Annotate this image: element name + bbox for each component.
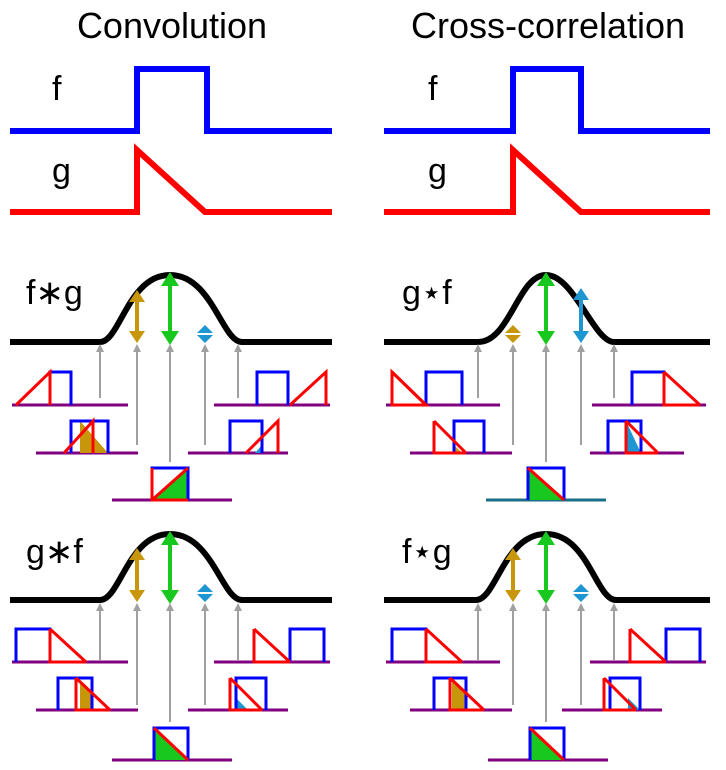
mini-overlap-5 (590, 627, 706, 664)
pointer-lines (96, 344, 242, 462)
panel-xcorr-gf: g⋆f (384, 271, 710, 502)
signal-g-left (10, 143, 332, 215)
mini-overlap-5 (214, 627, 330, 664)
panel-xcorr-fg: f⋆g (384, 530, 710, 762)
label-f-right: f (428, 70, 438, 108)
label-conv-gf: g∗f (26, 533, 83, 571)
mini-overlap-1 (12, 368, 128, 407)
title-convolution: Convolution (77, 5, 267, 46)
mini-overlap-3 (486, 466, 606, 502)
value-arrow-green (161, 272, 179, 345)
label-g-right: g (428, 152, 447, 190)
label-xcorr-gf: g⋆f (402, 274, 452, 312)
value-arrow-gold (129, 548, 145, 602)
panel-conv-gf: g∗f (10, 530, 332, 762)
mini-overlap-2 (36, 417, 138, 455)
mini-overlap-2 (410, 676, 512, 712)
value-arrow-green (537, 531, 555, 604)
value-arrow-blue (197, 584, 213, 602)
signal-g-right (384, 143, 710, 215)
label-xcorr-fg: f⋆g (402, 533, 452, 571)
mini-overlap-1 (12, 627, 128, 664)
value-arrow-green (161, 531, 179, 604)
value-arrow-gold (505, 548, 521, 602)
value-arrow-gold (129, 290, 145, 343)
mini-overlap-1 (386, 627, 500, 664)
value-arrow-gold (505, 325, 521, 343)
pointer-lines (96, 603, 242, 722)
mini-overlap-4 (590, 419, 684, 455)
label-f-left: f (52, 70, 62, 108)
mini-overlap-1 (386, 368, 500, 407)
value-arrow-green (537, 272, 555, 345)
mini-overlap-4 (188, 676, 288, 712)
mini-overlap-2 (410, 419, 512, 455)
value-arrow-blue (573, 288, 589, 343)
value-arrow-blue (573, 584, 589, 602)
mini-overlap-5 (214, 368, 330, 407)
value-arrow-blue (197, 325, 213, 343)
panel-conv-fg: f∗g (10, 271, 332, 502)
mini-overlap-2 (36, 676, 138, 712)
pointer-lines (474, 344, 618, 462)
mini-overlap-3 (112, 466, 232, 502)
mini-overlap-3 (112, 726, 232, 762)
signal-f-left (10, 66, 332, 134)
label-g-left: g (52, 152, 71, 190)
label-conv-fg: f∗g (26, 274, 83, 312)
mini-overlap-4 (188, 417, 288, 455)
pointer-lines (474, 603, 618, 722)
title-cross-correlation: Cross-correlation (411, 5, 685, 46)
mini-overlap-3 (488, 726, 608, 762)
mini-overlap-5 (592, 370, 706, 407)
signal-f-right (384, 66, 710, 134)
mini-overlap-4 (562, 676, 662, 712)
